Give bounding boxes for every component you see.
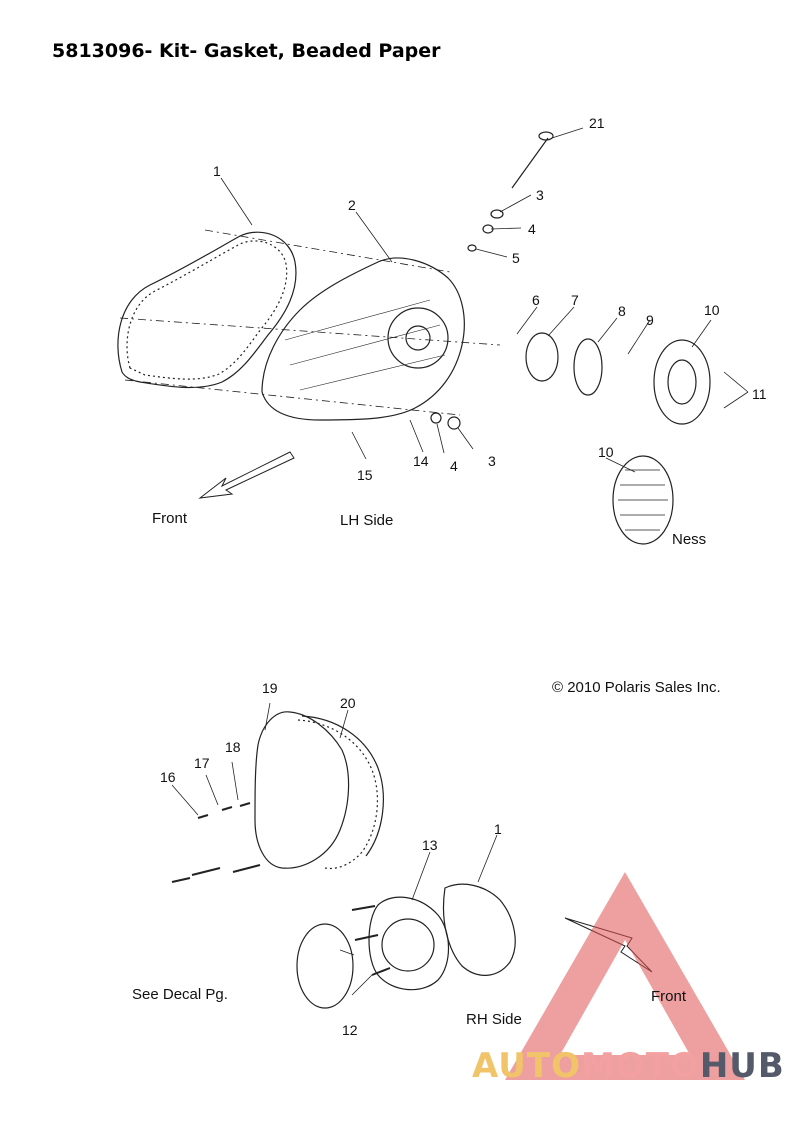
fastener-part-5 bbox=[467, 244, 477, 252]
label-rh-side: RH Side bbox=[466, 1011, 522, 1028]
seal-part-3-top bbox=[490, 209, 504, 219]
watermark-hub: HUB bbox=[699, 1046, 785, 1086]
callout-12: 12 bbox=[342, 1022, 358, 1038]
label-lh-side: LH Side bbox=[340, 512, 393, 529]
gasket-part-1 bbox=[117, 231, 297, 389]
callout-7: 7 bbox=[571, 292, 579, 308]
page-title: 5813096- Kit- Gasket, Beaded Paper bbox=[52, 40, 441, 62]
label-ness: Ness bbox=[672, 531, 706, 548]
callout-3-bottom: 3 bbox=[488, 453, 496, 469]
seal-part-3-bottom bbox=[447, 416, 461, 430]
outer-cover-part-19 bbox=[254, 711, 350, 869]
callout-6: 6 bbox=[532, 292, 540, 308]
callout-1-bottom: 1 bbox=[494, 821, 502, 837]
copyright-notice: © 2010 Polaris Sales Inc. bbox=[552, 679, 721, 696]
callout-11: 11 bbox=[752, 386, 767, 402]
callout-4-bottom: 4 bbox=[450, 458, 458, 474]
ness-cover-part-10 bbox=[612, 455, 674, 545]
callout-21: 21 bbox=[589, 115, 605, 131]
callout-17: 17 bbox=[194, 755, 210, 771]
watermark-auto: AUTO bbox=[472, 1046, 581, 1086]
callout-3-top: 3 bbox=[536, 187, 544, 203]
callout-20: 20 bbox=[340, 695, 356, 711]
callout-13: 13 bbox=[422, 837, 438, 853]
callout-16: 16 bbox=[160, 769, 176, 785]
bushing-part-4-bottom bbox=[430, 412, 442, 424]
callout-19: 19 bbox=[262, 680, 278, 696]
label-see-decal: See Decal Pg. bbox=[132, 986, 228, 1003]
callout-18: 18 bbox=[225, 739, 241, 755]
callout-10-bottom: 10 bbox=[598, 444, 614, 460]
callout-2: 2 bbox=[348, 197, 356, 213]
gasket-part-20 bbox=[297, 719, 379, 870]
label-front-top: Front bbox=[152, 510, 188, 527]
callout-1-top: 1 bbox=[213, 163, 221, 179]
label-front-bottom: Front bbox=[651, 988, 687, 1005]
callout-10-top: 10 bbox=[704, 302, 720, 318]
watermark-moto: MOTO bbox=[580, 1046, 700, 1086]
decal-disk bbox=[296, 923, 354, 1009]
gasket-part-1-bottom bbox=[442, 883, 516, 976]
watermark-logo-triangle bbox=[505, 872, 745, 1080]
plate-part-13 bbox=[368, 896, 449, 991]
front-arrow-top bbox=[198, 451, 295, 499]
callout-5: 5 bbox=[512, 250, 520, 266]
callout-15: 15 bbox=[357, 467, 373, 483]
callout-14: 14 bbox=[413, 453, 429, 469]
inner-cover-part-2 bbox=[261, 257, 465, 421]
callout-8: 8 bbox=[618, 303, 626, 319]
derby-cover-part-10 bbox=[653, 339, 711, 425]
gasket-part-7 bbox=[525, 332, 559, 382]
callout-4-top: 4 bbox=[528, 221, 536, 237]
watermark-logo: AUTOMOTOHUB bbox=[472, 1046, 785, 1086]
ring-part-8 bbox=[573, 338, 603, 396]
callout-9: 9 bbox=[646, 312, 654, 328]
dipstick-part-21 bbox=[511, 137, 549, 189]
